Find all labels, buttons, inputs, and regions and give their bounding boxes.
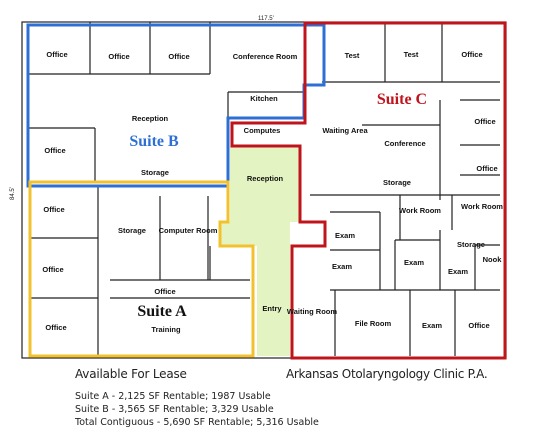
room-label: Work Room [399,206,441,215]
suite-a-stat: Suite A - 2,125 SF Rentable; 1987 Usable [75,391,271,402]
suite-a-boundary [28,180,255,358]
room-label: Work Room [461,202,503,211]
room-label: Office [154,287,175,296]
room-label: Nook [483,255,503,264]
room-label: Waiting Area [322,126,368,135]
clinic-name-caption: Arkansas Otolaryngology Clinic P.A. [286,367,488,381]
suite-b-stat: Suite B - 3,565 SF Rentable; 3,329 Usabl… [75,404,274,415]
room-label: Exam [404,258,424,267]
room-label: Exam [448,267,468,276]
room-label: Office [45,323,66,332]
room-label: Test [345,51,360,60]
room-label: Reception [247,174,284,183]
room-label: Office [42,265,63,274]
room-label: Computes [244,126,281,135]
room-label: Office [168,52,189,61]
interior-walls [21,21,507,359]
room-label: Office [43,205,64,214]
available-for-lease-caption: Available For Lease [75,367,187,381]
room-label: Exam [335,231,355,240]
room-label: Storage [383,178,411,187]
room-label: Storage [141,168,169,177]
room-label: Conference Room [233,52,298,61]
room-label: Entry [262,304,282,313]
room-label: Kitchen [250,94,278,103]
room-label: Office [474,117,495,126]
room-label: Storage [118,226,146,235]
suite-c-boundary [230,21,507,360]
suite-stats: Suite A - 2,125 SF Rentable; 1987 Usable… [75,390,319,429]
room-label: Waiting Room [287,307,337,316]
room-label: Office [108,52,129,61]
room-label: Office [476,164,497,173]
room-label: File Room [355,319,392,328]
depth-dimension: 84.5' [10,187,16,200]
total-stat: Total Contiguous - 5,690 SF Rentable; 5,… [75,417,319,428]
room-label: Computer Room [159,226,218,235]
room-label: Office [46,50,67,59]
room-label: Exam [332,262,352,271]
suite-b-label: Suite B [129,133,179,150]
room-label: Reception [132,114,169,123]
room-label: Office [468,321,489,330]
room-label: Conference [384,139,425,148]
room-label: Exam [422,321,442,330]
room-label: Office [461,50,482,59]
suite-a-label: Suite A [137,303,187,320]
room-label: Office [44,146,65,155]
room-label: Training [151,325,181,334]
suite-c-label: Suite C [377,91,427,108]
common-area [220,146,300,356]
width-dimension: 117.5' [258,16,274,22]
room-label: Storage [457,240,485,249]
floor-plan: 117.5' 84.5' Office Office Office Confer… [10,16,507,360]
room-label: Test [404,50,419,59]
